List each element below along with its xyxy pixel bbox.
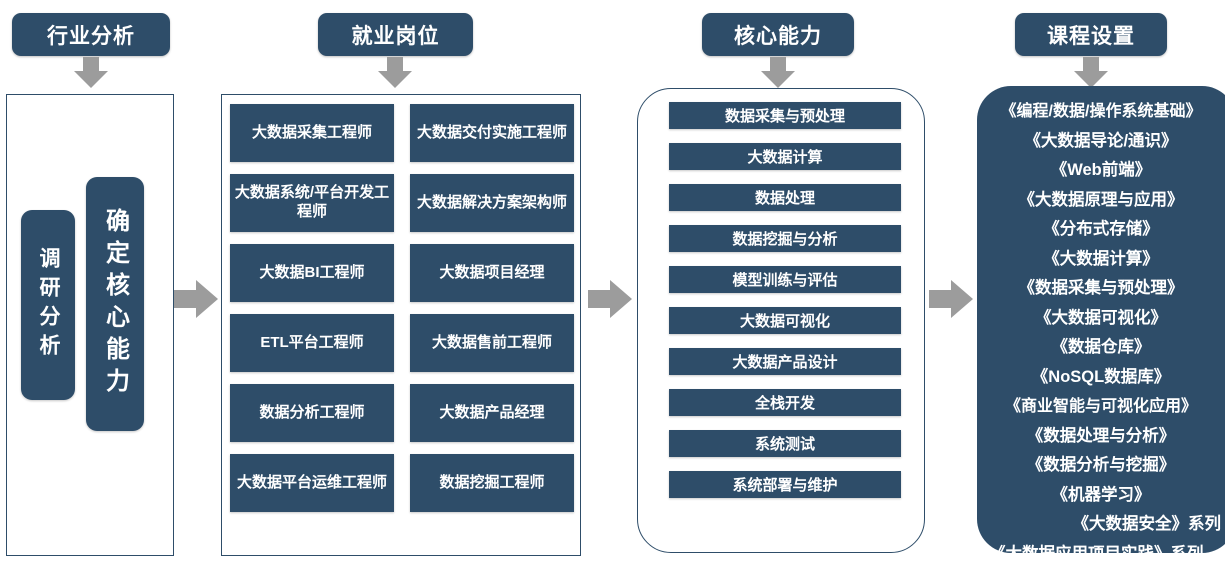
- course-item[interactable]: 《大数据原理与应用》: [1018, 190, 1184, 209]
- course-item[interactable]: 《数据分析与挖掘》: [1026, 456, 1176, 474]
- header-label: 就业岗位: [351, 24, 440, 48]
- arrow-shaft: [174, 290, 198, 308]
- down-arrow-icon-industry: [74, 57, 108, 88]
- skill-bar[interactable]: 大数据计算: [669, 143, 901, 170]
- job-box[interactable]: 数据挖掘工程师: [410, 454, 574, 512]
- right-arrow-icon-stage2-to-stage3: [588, 280, 632, 318]
- arrow-head: [196, 280, 218, 318]
- arrow-shaft: [770, 57, 786, 72]
- stage1-pill-research-analysis[interactable]: 调研分析: [21, 210, 75, 400]
- arrow-head: [378, 71, 412, 88]
- stage1-pill-label: 确定核心能力: [101, 208, 129, 400]
- job-box[interactable]: ETL平台工程师: [230, 314, 394, 372]
- skill-bar[interactable]: 系统部署与维护: [669, 471, 901, 498]
- arrow-head: [610, 280, 632, 318]
- skill-bar[interactable]: 模型训练与评估: [669, 266, 901, 293]
- skill-bar[interactable]: 系统测试: [669, 430, 901, 457]
- course-list: 《编程/数据/操作系统基础》 《大数据导论/通识》 《Web前端》 《大数据原理…: [977, 97, 1225, 569]
- course-item[interactable]: 《数据仓库》: [1051, 338, 1151, 356]
- down-arrow-icon-jobs: [378, 57, 412, 88]
- header-label: 行业分析: [47, 24, 135, 48]
- header-pill-industry-analysis[interactable]: 行业分析: [12, 13, 170, 56]
- down-arrow-icon-courses: [1074, 57, 1108, 88]
- arrow-shaft: [588, 290, 612, 308]
- stage1-pill-core-ability[interactable]: 确定核心能力: [86, 177, 144, 431]
- skill-bar[interactable]: 全栈开发: [669, 389, 901, 416]
- header-label: 课程设置: [1047, 24, 1135, 48]
- skill-bar[interactable]: 数据采集与预处理: [669, 102, 901, 129]
- arrow-shaft: [83, 57, 99, 72]
- core-ability-list: 数据采集与预处理 大数据计算 数据处理 数据挖掘与分析 模型训练与评估 大数据可…: [669, 102, 901, 498]
- job-box[interactable]: 大数据平台运维工程师: [230, 454, 394, 512]
- course-item[interactable]: 《机器学习》: [1051, 485, 1151, 504]
- panel-curriculum: [977, 86, 1225, 553]
- header-pill-job-positions[interactable]: 就业岗位: [318, 13, 473, 56]
- down-arrow-icon-abilities: [761, 57, 795, 88]
- job-box[interactable]: 大数据BI工程师: [230, 244, 394, 302]
- course-item[interactable]: 《大数据可视化》: [1035, 308, 1167, 327]
- job-box[interactable]: 大数据售前工程师: [410, 314, 574, 372]
- arrow-head: [1074, 71, 1108, 88]
- skill-bar[interactable]: 数据处理: [669, 184, 901, 211]
- arrow-shaft: [929, 290, 953, 308]
- course-item[interactable]: 《商业智能与可视化应用》: [1004, 398, 1197, 415]
- course-item[interactable]: 《大数据应用项目实践》系列: [989, 544, 1204, 563]
- header-pill-curriculum[interactable]: 课程设置: [1015, 13, 1167, 56]
- job-box[interactable]: 数据分析工程师: [230, 384, 394, 442]
- arrow-shaft: [1083, 57, 1099, 72]
- course-item[interactable]: 《数据处理与分析》: [1026, 426, 1176, 445]
- course-item[interactable]: 《分布式存储》: [1043, 220, 1159, 238]
- arrow-head: [951, 280, 973, 318]
- header-label: 核心能力: [734, 24, 822, 48]
- course-item[interactable]: 《NoSQL数据库》: [1031, 367, 1171, 386]
- header-pill-core-abilities[interactable]: 核心能力: [702, 13, 854, 56]
- job-box[interactable]: 大数据交付实施工程师: [410, 104, 574, 162]
- skill-bar[interactable]: 大数据可视化: [669, 307, 901, 334]
- job-box[interactable]: 大数据系统/平台开发工程师: [230, 174, 394, 232]
- course-item[interactable]: 《大数据安全》系列: [1072, 515, 1222, 533]
- arrow-head: [74, 71, 108, 88]
- course-item[interactable]: 《大数据导论/通识》: [1024, 131, 1178, 150]
- arrow-head: [761, 71, 795, 88]
- course-item[interactable]: 《大数据计算》: [1043, 249, 1159, 268]
- job-box[interactable]: 大数据产品经理: [410, 384, 574, 442]
- arrow-shaft: [387, 57, 403, 72]
- right-arrow-icon-stage3-to-stage4: [929, 280, 973, 318]
- stage1-pill-label: 调研分析: [37, 247, 60, 363]
- course-item[interactable]: 《Web前端》: [1050, 161, 1152, 179]
- right-arrow-icon-stage1-to-stage2: [174, 280, 218, 318]
- skill-bar[interactable]: 数据挖掘与分析: [669, 225, 901, 252]
- course-item[interactable]: 《编程/数据/操作系统基础》: [1000, 103, 1202, 120]
- job-position-grid: 大数据采集工程师 大数据交付实施工程师 大数据系统/平台开发工程师 大数据解决方…: [230, 104, 574, 512]
- job-box[interactable]: 大数据采集工程师: [230, 104, 394, 162]
- course-item[interactable]: 《数据采集与预处理》: [1018, 279, 1184, 297]
- job-box[interactable]: 大数据解决方案架构师: [410, 174, 574, 232]
- skill-bar[interactable]: 大数据产品设计: [669, 348, 901, 375]
- job-box[interactable]: 大数据项目经理: [410, 244, 574, 302]
